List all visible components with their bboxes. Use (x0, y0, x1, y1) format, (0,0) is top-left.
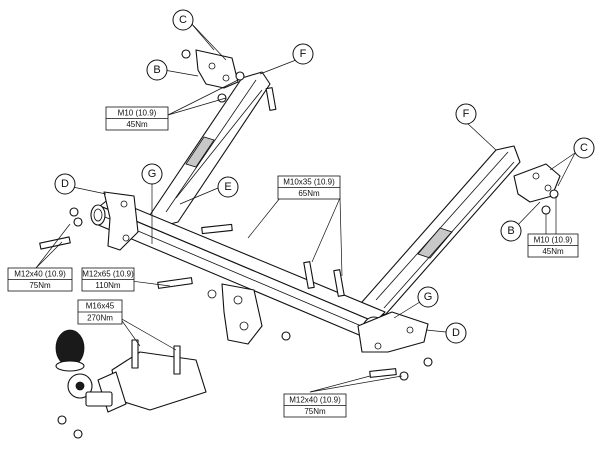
bubble-c-right: C (573, 137, 595, 159)
bubble-c-top: C (172, 9, 194, 31)
svg-text:M12x65 (10.9): M12x65 (10.9) (82, 270, 134, 279)
bubble-g-right: G (417, 286, 439, 308)
svg-text:M16x45: M16x45 (86, 302, 115, 311)
spec-box-right-end: M12x40 (10.9) 75Nm (283, 393, 347, 418)
svg-text:E: E (224, 181, 231, 193)
svg-text:45Nm: 45Nm (126, 120, 148, 129)
svg-text:M12x40 (10.9): M12x40 (10.9) (14, 270, 66, 279)
tow-ball-cover (55, 329, 85, 372)
left-end-plate (103, 191, 139, 251)
right-end-plate (357, 311, 429, 353)
spec-box-top-bracket: M10 (10.9) 45Nm (105, 106, 169, 131)
svg-text:M10x35 (10.9): M10x35 (10.9) (283, 178, 335, 187)
bubble-b-right: B (500, 220, 522, 242)
svg-text:45Nm: 45Nm (542, 247, 564, 256)
center-mounting-bracket (207, 283, 263, 345)
bubble-b-top: B (146, 59, 168, 81)
svg-text:C: C (580, 142, 588, 154)
top-mounting-bracket (195, 49, 239, 89)
bubble-d-right: D (445, 322, 467, 344)
svg-text:G: G (424, 291, 433, 303)
spec-box-ball-bolts: M16x45 270Nm (77, 299, 123, 325)
bubble-f-right: F (455, 103, 477, 125)
svg-text:M12x40 (10.9): M12x40 (10.9) (289, 396, 341, 405)
svg-text:B: B (507, 225, 514, 237)
bubble-d-left: D (54, 173, 76, 195)
bubble-f-top: F (292, 43, 314, 65)
svg-text:G: G (148, 168, 157, 180)
spec-box-center-bolts: M12x65 (10.9) 110Nm (81, 267, 135, 292)
svg-text:D: D (61, 178, 69, 190)
svg-text:C: C (179, 14, 187, 26)
svg-text:110Nm: 110Nm (95, 281, 121, 290)
left-side-arm (149, 71, 271, 227)
svg-text:65Nm: 65Nm (298, 189, 320, 198)
bubble-g-left: G (141, 163, 163, 185)
right-side-arm (361, 145, 521, 319)
svg-text:75Nm: 75Nm (304, 407, 326, 416)
svg-text:F: F (463, 108, 470, 120)
svg-text:F: F (300, 48, 307, 60)
bubble-e: E (217, 176, 239, 198)
spec-box-left-end: M12x40 (10.9) 75Nm (7, 267, 73, 292)
spec-box-mid-bolts: M10x35 (10.9) 65Nm (277, 175, 341, 200)
svg-text:B: B (153, 64, 160, 76)
svg-text:M10 (10.9): M10 (10.9) (534, 236, 573, 245)
svg-text:M10 (10.9): M10 (10.9) (118, 109, 157, 118)
svg-text:270Nm: 270Nm (87, 314, 113, 323)
svg-text:D: D (452, 327, 460, 339)
spec-box-right-bracket: M10 (10.9) 45Nm (527, 233, 579, 258)
svg-text:75Nm: 75Nm (29, 281, 51, 290)
